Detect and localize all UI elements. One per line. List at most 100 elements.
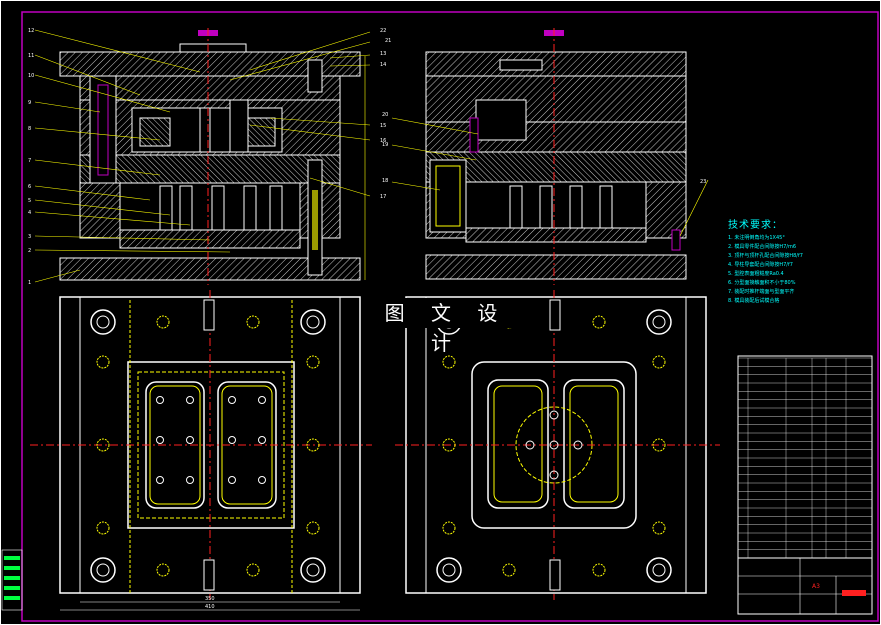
guide-bore-inner <box>652 315 666 329</box>
guide-bore <box>300 309 326 335</box>
guide-bore-inner <box>306 563 320 577</box>
screw-hole <box>156 315 170 329</box>
callout-label: 410 <box>205 604 215 610</box>
requirement-line: 8. 模具装配后试模合格 <box>728 298 780 304</box>
screw-hole <box>442 355 456 369</box>
technical-requirements: 技术要求： 1. 未注明倒角均为1X45° 2. 模具零件配合间隙按H7/m6 … <box>728 216 878 306</box>
pin-slot <box>549 559 561 591</box>
callouts-side: 20 19 18 23 <box>382 112 706 185</box>
ejector-pin <box>258 396 266 404</box>
guide-bore <box>90 309 116 335</box>
screw-hole <box>96 355 110 369</box>
screw-hole <box>96 521 110 535</box>
guide-bore <box>90 557 116 583</box>
technical-requirements-title: 技术要求： <box>728 220 783 231</box>
pin-slot <box>549 299 561 331</box>
callout-label: 16 <box>380 138 386 144</box>
screw-hole <box>96 438 110 452</box>
requirement-line: 6. 分型面接触面积不小于80% <box>728 280 796 286</box>
ejector-pin <box>156 396 164 404</box>
screw-hole <box>502 563 516 577</box>
callout-label: 18 <box>382 178 388 184</box>
callout-label: 350 <box>205 596 215 602</box>
guide-bore <box>300 557 326 583</box>
callout-label: 9 <box>28 100 31 106</box>
guide-bore <box>646 557 672 583</box>
callout-label: 23 <box>700 179 706 185</box>
layer-legend <box>1 549 23 611</box>
callout-label: 2 <box>28 248 31 254</box>
callout-label: 1 <box>28 280 31 286</box>
screw-hole <box>592 315 606 329</box>
screw-hole <box>306 355 320 369</box>
ejector-pin <box>228 476 236 484</box>
ejector-pin <box>186 436 194 444</box>
pin-slot <box>203 559 215 591</box>
pin-slot <box>203 299 215 331</box>
ejector-pin <box>549 470 559 480</box>
right-plan-holes <box>436 299 672 591</box>
left-section-view <box>34 28 371 285</box>
watermark-text: 图 文 设 计 <box>376 298 516 355</box>
guide-bore <box>646 309 672 335</box>
guide-bore-inner <box>96 563 110 577</box>
callout-label: 7 <box>28 158 31 164</box>
ejector-pin <box>186 476 194 484</box>
guide-bore-inner <box>96 315 110 329</box>
callout-label: 8 <box>28 126 31 132</box>
ejector-pin <box>156 436 164 444</box>
callout-label: 3 <box>28 234 31 240</box>
callout-label: 12 <box>28 28 34 34</box>
callout-label: 5 <box>28 198 31 204</box>
callout-label: 15 <box>380 123 386 129</box>
screw-hole <box>246 315 260 329</box>
callout-label: 14 <box>380 62 386 68</box>
ejector-pin <box>228 436 236 444</box>
guide-bore-inner <box>442 563 456 577</box>
ejector-pin <box>549 440 559 450</box>
screw-hole <box>652 438 666 452</box>
title-block: A3 <box>737 355 873 615</box>
callout-label: 4 <box>28 210 31 216</box>
right-plan-view <box>395 290 720 600</box>
requirement-line: 7. 装配时推杆端面与型面平齐 <box>728 289 795 295</box>
screw-hole <box>156 563 170 577</box>
requirement-line: 5. 型腔表面粗糙度Ra0.4 <box>728 271 784 277</box>
inner-border <box>21 11 879 622</box>
screw-hole <box>442 521 456 535</box>
screw-hole <box>652 521 666 535</box>
right-section-view <box>391 28 709 285</box>
callouts-right: 22 21 13 14 15 16 17 <box>380 28 391 200</box>
left-plan-view <box>30 290 372 611</box>
screw-hole <box>306 521 320 535</box>
callout-label: 21 <box>385 38 391 44</box>
guide-bore <box>436 557 462 583</box>
screw-hole <box>592 563 606 577</box>
callout-label: 17 <box>380 194 386 200</box>
requirement-line: 4. 导柱导套配合间隙按H7/f7 <box>728 262 793 268</box>
callout-label: 22 <box>380 28 386 34</box>
callout-label: 19 <box>382 142 388 148</box>
left-plan-holes <box>90 299 326 591</box>
screw-hole <box>442 438 456 452</box>
callout-label: 13 <box>380 51 386 57</box>
callout-label: 20 <box>382 112 388 118</box>
callout-label: 11 <box>28 53 34 59</box>
ejector-pin <box>525 440 535 450</box>
screw-hole <box>246 563 260 577</box>
screw-hole <box>306 438 320 452</box>
ejector-pin <box>258 476 266 484</box>
callout-label: 10 <box>28 73 34 79</box>
guide-bore-inner <box>652 563 666 577</box>
title-block-code: A3 <box>812 583 820 590</box>
callout-label: 6 <box>28 184 31 190</box>
ejector-pin <box>186 396 194 404</box>
ejector-pin <box>156 476 164 484</box>
requirement-line: 1. 未注明倒角均为1X45° <box>728 235 785 241</box>
bom-table <box>738 357 872 559</box>
ejector-pin <box>549 410 559 420</box>
callouts-left: 12 11 10 9 8 7 6 5 4 3 2 1 <box>28 28 34 286</box>
requirement-line: 3. 顶杆与顶杆孔配合间隙按H8/f7 <box>728 253 803 259</box>
